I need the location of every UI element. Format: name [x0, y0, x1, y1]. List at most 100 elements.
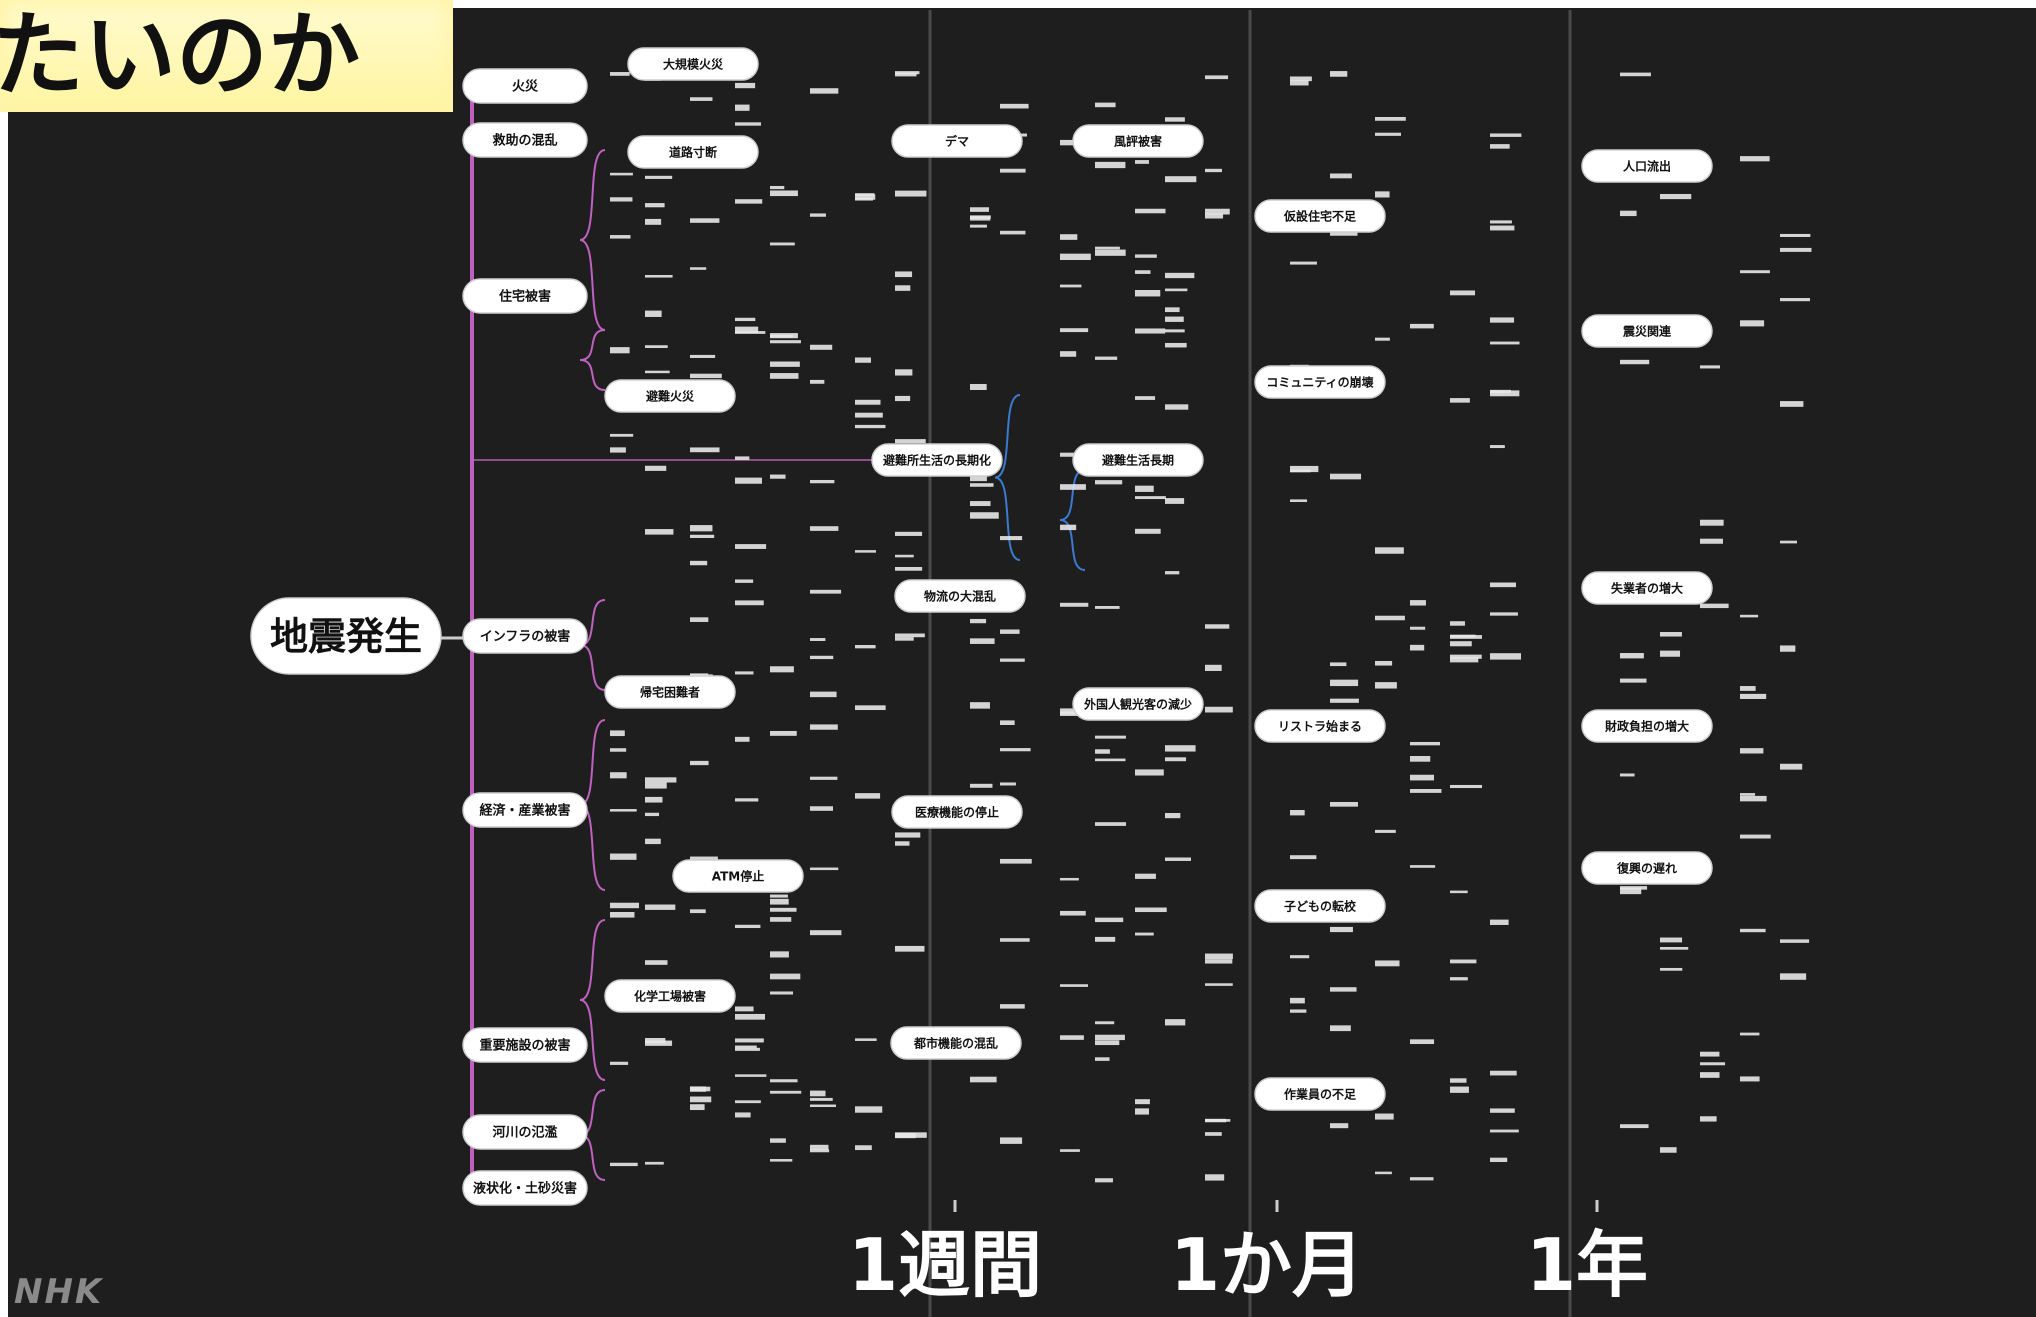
late-node: 風評被害	[1072, 124, 1204, 158]
annotation-stub	[1205, 1119, 1231, 1122]
annotation-stub	[735, 544, 767, 549]
annotation-stub	[855, 424, 886, 429]
node-pill	[604, 675, 736, 709]
node-pill	[1581, 709, 1713, 743]
node-pill	[1072, 443, 1204, 477]
annotation-stub	[1490, 612, 1518, 616]
annotation-stub	[895, 841, 910, 846]
annotation-stub	[970, 638, 995, 644]
node-label: インフラの被害	[480, 629, 571, 645]
nhk-logo: NHK	[14, 1272, 104, 1312]
annotation-stub	[645, 904, 676, 910]
annotation-stub	[1290, 499, 1308, 503]
annotation-stub	[1780, 973, 1807, 980]
annotation-stub	[1700, 1116, 1717, 1122]
annotation-stub	[1620, 678, 1647, 683]
node-label: コミュニティの崩壊	[1266, 374, 1374, 389]
annotation-stub	[735, 331, 766, 334]
annotation-stub	[690, 218, 720, 223]
annotation-stub	[1740, 686, 1756, 691]
annotation-stub	[735, 82, 756, 89]
annotation-stub	[1135, 1099, 1150, 1105]
root-node: 地震発生	[250, 597, 442, 675]
annotation-stub	[1620, 210, 1637, 217]
annotation-stub	[1375, 660, 1393, 666]
annotation-stub	[1410, 600, 1426, 606]
annotation-stub	[1330, 173, 1352, 179]
node-pill	[462, 278, 588, 314]
annotation-stub	[1700, 538, 1723, 544]
annotation-stub	[1490, 653, 1521, 660]
annotation-stub	[1375, 116, 1406, 121]
annotation-stub	[735, 579, 754, 583]
node-label: 化学工場被害	[634, 988, 706, 1003]
annotation-stub	[735, 1074, 767, 1077]
annotation-stub	[735, 600, 764, 606]
annotation-stub	[1135, 932, 1154, 936]
annotation-stub	[855, 412, 883, 418]
week-node: 医療機能の停止	[891, 795, 1023, 829]
annotation-stub	[1205, 706, 1233, 713]
node-pill	[1254, 1077, 1386, 1111]
mid-node: 化学工場被害	[604, 979, 736, 1013]
annotation-stub	[970, 501, 991, 507]
annotation-stub	[1780, 233, 1811, 238]
late-node: 避難生活長期	[1072, 443, 1204, 477]
category-node: インフラの被害	[462, 618, 588, 654]
annotation-stub	[735, 456, 750, 460]
annotation-stub	[1375, 829, 1396, 833]
annotation-stub	[1205, 213, 1224, 219]
annotation-stub	[1410, 755, 1431, 762]
annotation-stub	[1700, 1062, 1726, 1066]
annotation-stub	[1095, 822, 1127, 826]
annotation-stub	[1165, 745, 1196, 752]
annotation-stub	[810, 930, 842, 936]
annotation-stub	[1660, 193, 1692, 200]
annotation-stub	[855, 357, 871, 363]
annotation-stub	[735, 104, 750, 111]
annotation-stub	[770, 185, 785, 190]
annotation-stub	[1330, 232, 1358, 236]
annotation-stub	[610, 730, 625, 737]
annotation-stub	[1205, 953, 1233, 960]
node-label: 救助の混乱	[492, 133, 557, 149]
annotation-stub	[690, 1096, 712, 1103]
annotation-stub	[855, 645, 876, 649]
node-label: 河川の氾濫	[492, 1125, 557, 1141]
annotation-stub	[770, 1090, 802, 1094]
category-node: 火災	[462, 68, 588, 104]
annotation-stub	[1375, 191, 1390, 198]
annotation-stub	[1000, 658, 1025, 662]
annotation-stub	[1095, 758, 1126, 762]
annotation-stub	[735, 798, 759, 802]
annotation-stub	[645, 465, 667, 471]
annotation-stub	[770, 991, 794, 995]
annotation-stub	[895, 633, 925, 638]
annotation-stub	[1060, 284, 1082, 288]
annotation-stub	[1780, 763, 1803, 770]
node-pill	[462, 618, 588, 654]
annotation-stub	[810, 867, 839, 871]
annotation-stub	[1135, 396, 1156, 400]
annotation-stub	[1660, 967, 1683, 971]
annotation-stub	[1060, 139, 1075, 146]
node-label: 住宅被害	[499, 289, 551, 305]
node-label: 子どもの転校	[1284, 898, 1357, 913]
annotation-stub	[1135, 528, 1161, 534]
annotation-stub	[895, 1132, 916, 1139]
annotation-stub	[1490, 445, 1505, 449]
annotation-stub	[810, 691, 837, 698]
node-label: 仮設住宅不足	[1283, 208, 1356, 223]
annotation-stub	[1740, 793, 1756, 796]
node-pill	[1254, 365, 1386, 399]
annotation-stub	[1205, 75, 1229, 80]
node-label: 失業者の増大	[1611, 580, 1683, 595]
node-pill	[1581, 851, 1713, 885]
annotation-stub	[1410, 626, 1426, 630]
annotation-stub	[645, 274, 673, 278]
node-label: 避難火災	[646, 388, 695, 403]
annotation-stub	[690, 560, 708, 566]
annotation-stub	[1450, 890, 1468, 894]
annotation-stub	[1135, 1108, 1150, 1115]
annotation-stub	[1450, 784, 1482, 789]
